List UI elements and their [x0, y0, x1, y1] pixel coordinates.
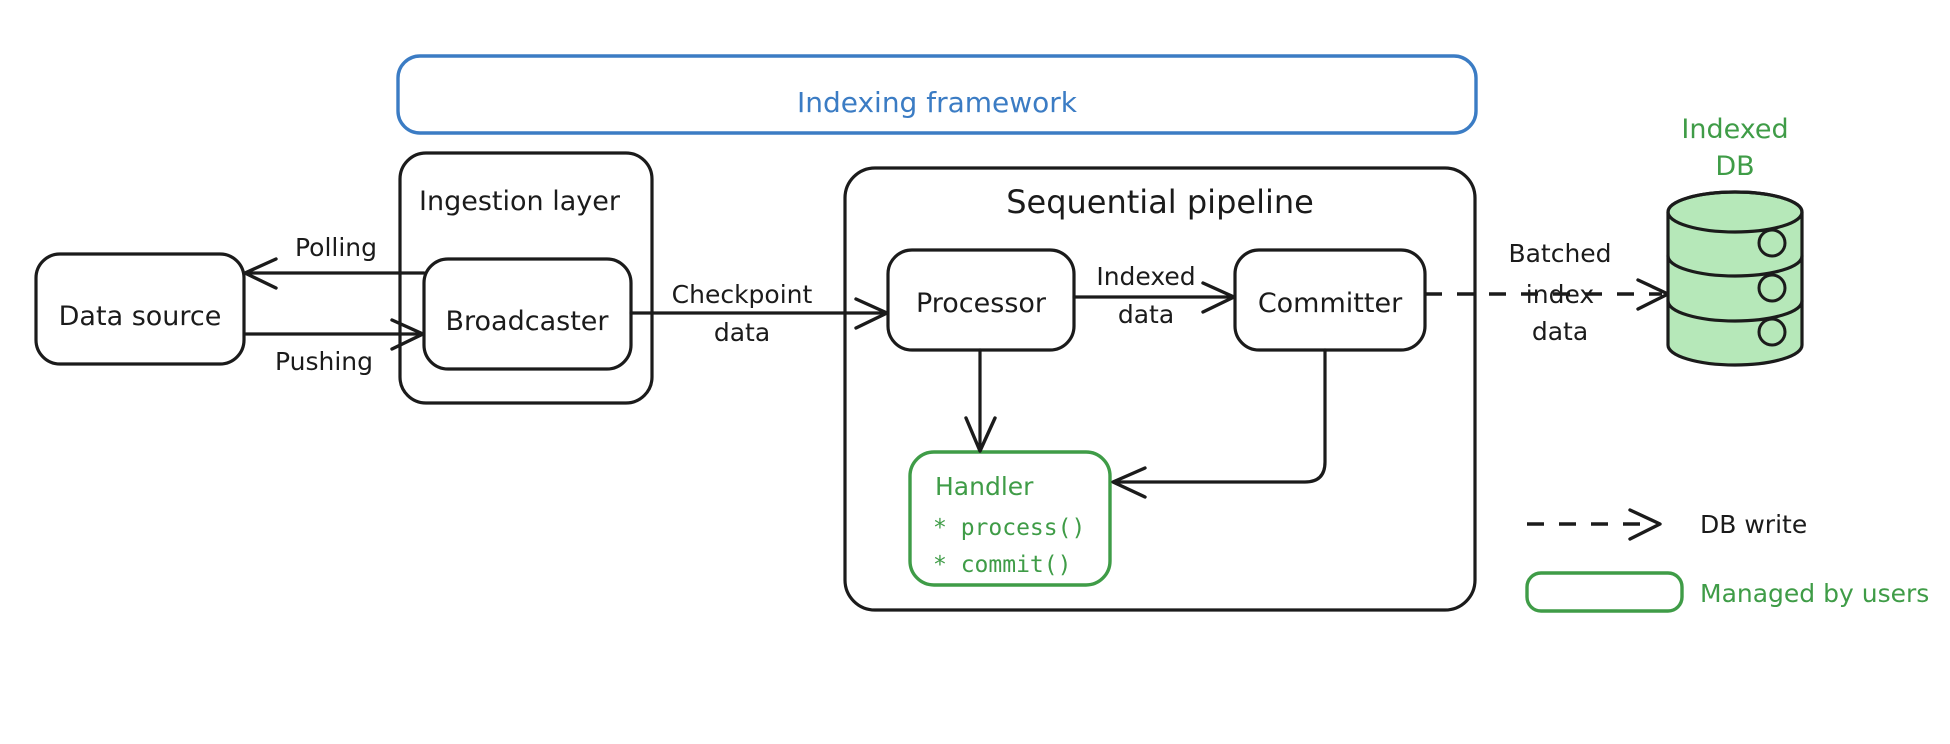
- committer-to-handler-arrowhead: [1111, 466, 1147, 499]
- committer-box[interactable]: [1233, 248, 1427, 352]
- indexed-db[interactable]: Indexed DB: [1666, 114, 1804, 367]
- indexed-db-dot-1: [1757, 228, 1787, 258]
- data-source-box[interactable]: [34, 252, 246, 366]
- legend-dashed-arrow-head: [1628, 508, 1662, 541]
- legend: DB write Managed by users: [1525, 508, 1929, 613]
- polling-label: Polling: [295, 233, 377, 262]
- indexed-db-band-2: [1666, 299, 1804, 323]
- edge-processor-to-handler: [964, 348, 997, 453]
- broadcaster-label: Broadcaster: [446, 306, 610, 337]
- pushing-arrowhead: [390, 318, 425, 351]
- checkpoint-data-label-line1: Checkpoint: [672, 280, 813, 309]
- sequential-pipeline-box[interactable]: [843, 166, 1477, 612]
- batched-index-data-label-line3: data: [1532, 317, 1588, 346]
- processor-to-handler-arrowhead: [964, 416, 997, 453]
- committer-to-handler-line: [1114, 348, 1327, 484]
- indexed-db-dot-3: [1757, 317, 1787, 347]
- node-processor[interactable]: Processor: [886, 248, 1076, 352]
- committer-label: Committer: [1258, 288, 1403, 319]
- indexed-data-label-line1: Indexed: [1096, 262, 1195, 291]
- indexed-db-dot-2: [1757, 273, 1787, 303]
- checkpoint-data-label-line2: data: [714, 318, 770, 347]
- handler-method-process: * process(): [933, 515, 1085, 541]
- node-broadcaster[interactable]: Broadcaster: [422, 257, 633, 371]
- data-source-label: Data source: [59, 301, 222, 332]
- indexing-framework-box: [396, 54, 1478, 135]
- processor-label: Processor: [916, 288, 1047, 319]
- sequential-pipeline-label: Sequential pipeline: [1006, 183, 1314, 221]
- edge-polling: Polling: [243, 233, 426, 290]
- indexing-framework-label: Indexing framework: [797, 86, 1078, 119]
- legend-green-rect: [1525, 571, 1684, 613]
- node-data-source[interactable]: Data source: [34, 252, 246, 366]
- indexed-data-arrowhead: [1201, 281, 1236, 314]
- legend-item-db-write: DB write: [1527, 508, 1807, 541]
- indexing-framework-group: Indexing framework: [396, 54, 1478, 135]
- legend-db-write-label: DB write: [1700, 510, 1807, 539]
- ingestion-layer-label: Ingestion layer: [419, 186, 621, 217]
- legend-item-managed-by-users: Managed by users: [1525, 571, 1929, 613]
- polling-arrowhead: [243, 257, 278, 290]
- ingestion-layer-box[interactable]: [398, 151, 654, 405]
- indexed-db-top: [1666, 190, 1804, 234]
- node-committer[interactable]: Committer: [1233, 248, 1427, 352]
- pushing-label: Pushing: [275, 347, 373, 376]
- legend-managed-by-users-label: Managed by users: [1700, 579, 1929, 608]
- indexed-db-label-line1: Indexed: [1681, 114, 1788, 145]
- checkpoint-data-arrowhead: [854, 297, 889, 330]
- node-handler[interactable]: Handler * process() * commit(): [908, 450, 1112, 587]
- edge-pushing: Pushing: [244, 318, 425, 376]
- sequential-pipeline-group[interactable]: Sequential pipeline: [843, 166, 1477, 612]
- handler-method-commit: * commit(): [933, 552, 1071, 578]
- edge-checkpoint-data: Checkpoint data: [629, 280, 889, 347]
- edge-indexed-data: Indexed data: [1072, 262, 1236, 329]
- indexed-db-band-1: [1666, 254, 1804, 278]
- indexed-db-label-line2: DB: [1715, 151, 1754, 182]
- ingestion-layer-group[interactable]: Ingestion layer: [398, 151, 654, 405]
- handler-label: Handler: [935, 472, 1034, 501]
- edge-committer-to-handler: [1111, 348, 1327, 499]
- handler-box[interactable]: [908, 450, 1112, 587]
- batched-index-data-label-line1: Batched: [1508, 239, 1611, 268]
- indexed-data-label-line2: data: [1118, 300, 1174, 329]
- batched-index-data-label-line2: index: [1526, 280, 1594, 309]
- edge-batched-index-data: Batched index data: [1425, 239, 1670, 346]
